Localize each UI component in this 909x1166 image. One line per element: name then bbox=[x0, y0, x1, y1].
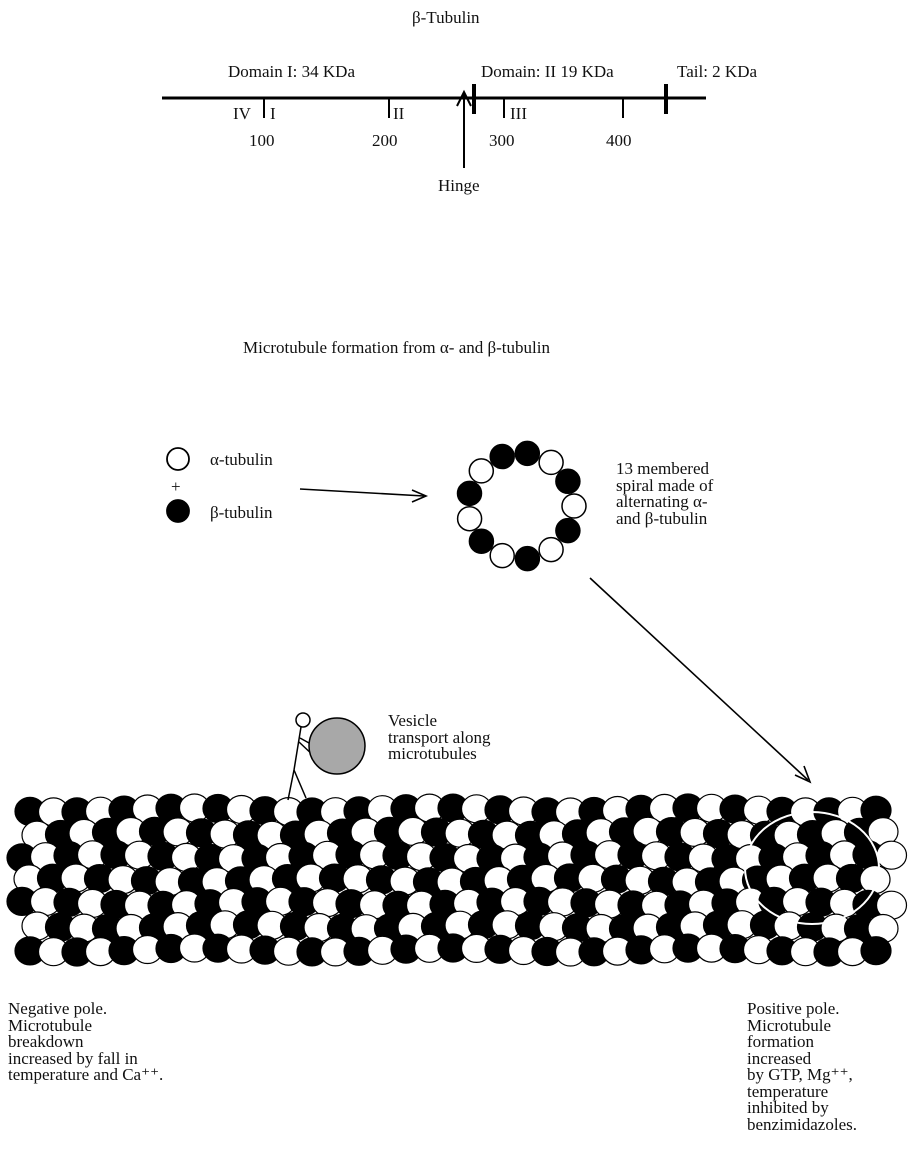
vesicle-description: Vesicle transport along microtubules bbox=[388, 713, 490, 763]
vesicle-line: microtubules bbox=[388, 746, 490, 763]
alpha-tubulin-subunit bbox=[877, 841, 907, 869]
carrier-head bbox=[296, 713, 310, 727]
negative-pole-description: Negative pole. Microtubule breakdown inc… bbox=[8, 1001, 163, 1084]
microtubule bbox=[0, 0, 909, 1000]
negative-pole-line: temperature and Ca⁺⁺. bbox=[8, 1067, 163, 1084]
carrier-body bbox=[294, 727, 301, 770]
carrier-leg bbox=[294, 770, 306, 798]
positive-pole-description: Positive pole. Microtubule formation inc… bbox=[747, 1001, 857, 1133]
vesicle bbox=[309, 718, 365, 774]
beta-tubulin-subunit bbox=[861, 937, 891, 965]
positive-pole-line: benzimidazoles. bbox=[747, 1117, 857, 1134]
carrier-leg bbox=[288, 770, 294, 800]
vesicle-carrier-figure bbox=[288, 713, 365, 800]
